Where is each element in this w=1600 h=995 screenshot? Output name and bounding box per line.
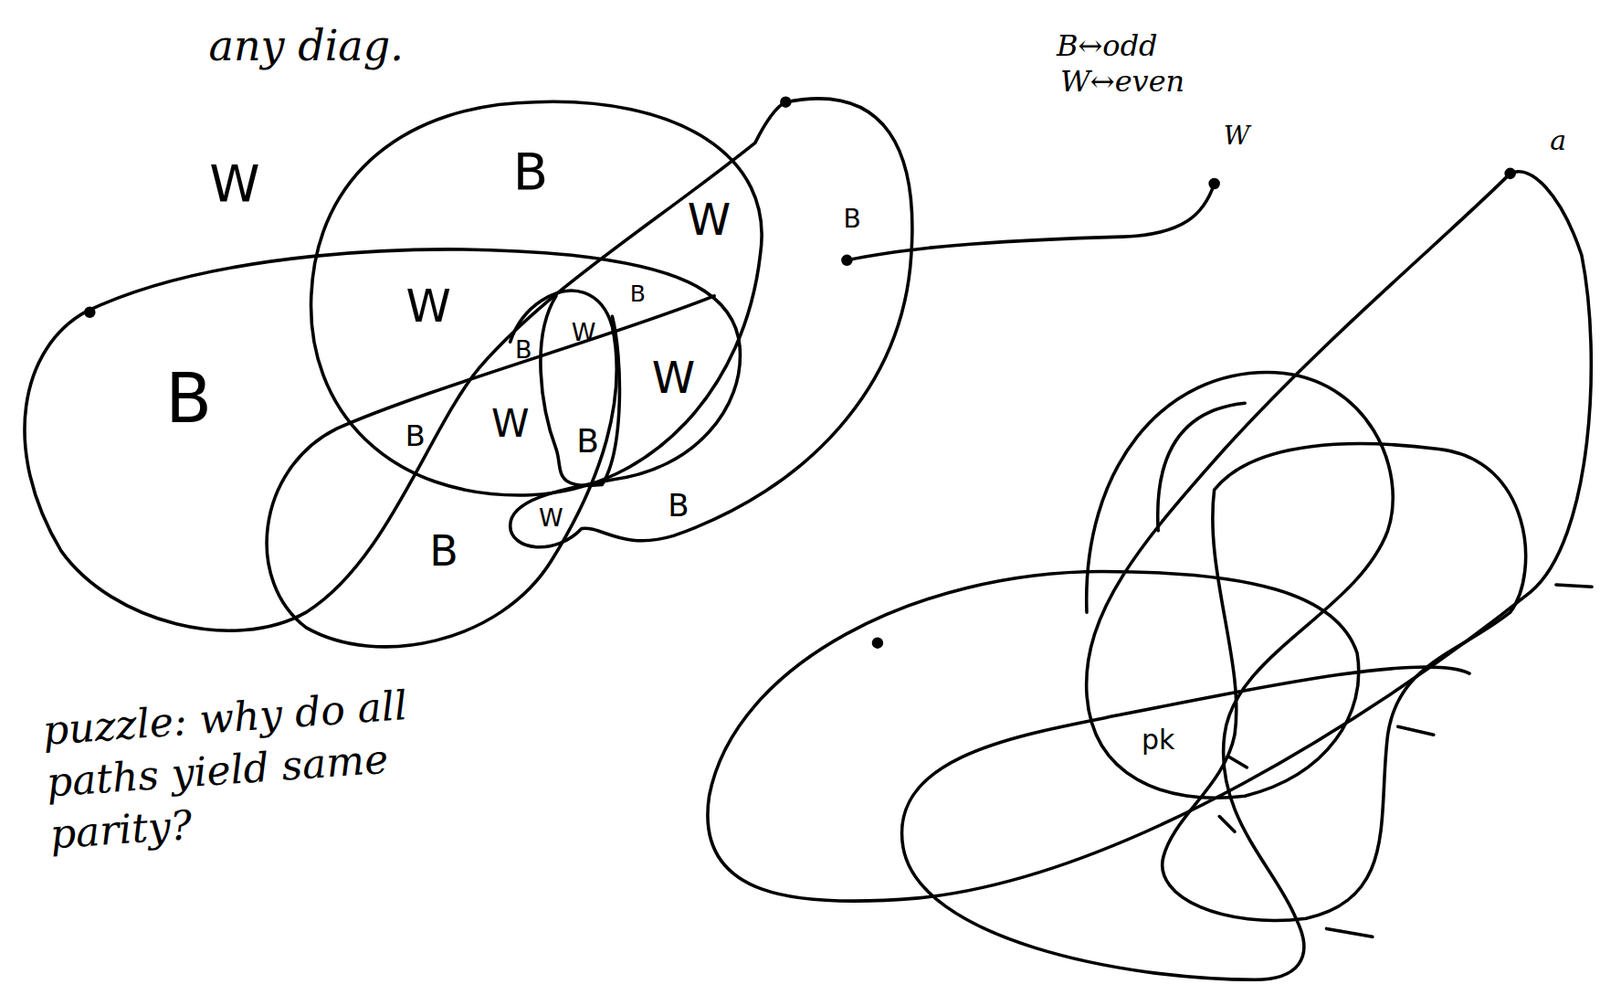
region-label: B bbox=[515, 336, 533, 361]
region-label: W bbox=[406, 283, 452, 329]
region-label: B bbox=[667, 489, 689, 521]
puzzle-note: puzzle: why do all paths yield same pari… bbox=[41, 676, 435, 860]
handwritten-note: W↔even bbox=[1060, 66, 1185, 96]
handwritten-note: a bbox=[1549, 126, 1567, 155]
region-label: W bbox=[209, 157, 260, 210]
region-label: B bbox=[165, 364, 212, 432]
region-label: B bbox=[576, 424, 600, 458]
handwritten-note: any diag. bbox=[209, 24, 404, 67]
region-label: pk bbox=[1141, 726, 1175, 754]
region-label: B bbox=[630, 281, 646, 305]
region-label: B bbox=[513, 146, 548, 198]
region-label: B bbox=[405, 421, 426, 451]
handwritten-note: W bbox=[1223, 123, 1251, 149]
region-label: W bbox=[571, 319, 597, 345]
region-label: W bbox=[687, 197, 731, 242]
handwritten-note: B↔odd bbox=[1056, 31, 1158, 61]
region-label: W bbox=[491, 404, 530, 443]
region-label: B bbox=[429, 529, 459, 572]
region-label: W bbox=[538, 505, 564, 530]
region-label: W bbox=[652, 355, 695, 400]
region-label: B bbox=[842, 206, 861, 232]
